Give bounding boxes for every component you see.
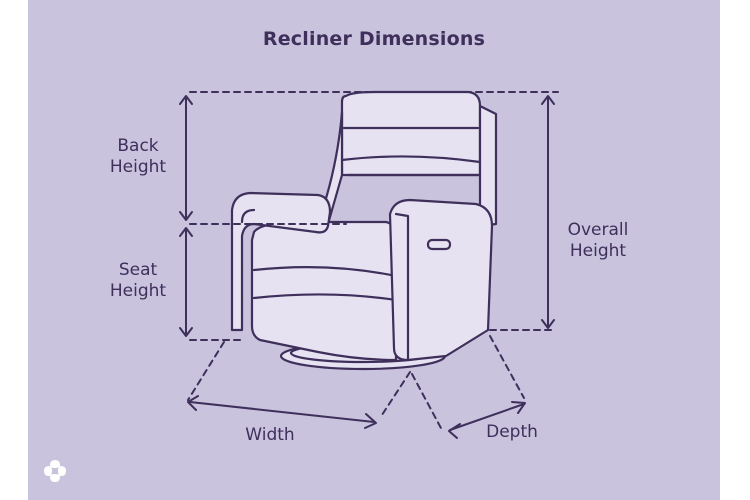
- seat-cushion: [250, 220, 398, 362]
- back-height-label: Back Height: [109, 136, 167, 177]
- recliner-illustration: [179, 90, 559, 439]
- left-arm: [230, 191, 332, 332]
- seat-height-label: Seat Height: [109, 260, 167, 301]
- overall-height-label: Overall Height: [567, 220, 629, 261]
- recline-button: [426, 238, 452, 251]
- diagram-title: Recliner Dimensions: [262, 28, 486, 50]
- width-label: Width: [245, 425, 295, 445]
- back-cushion: [340, 90, 482, 177]
- width-arrow: [189, 401, 375, 423]
- right-arm: [388, 198, 494, 362]
- diagram-canvas: Recliner Dimensions Back Height Seat Hei…: [28, 0, 720, 500]
- depth-arrow: [449, 403, 525, 431]
- depth-label: Depth: [486, 422, 538, 442]
- brand-logo-icon: [44, 460, 66, 482]
